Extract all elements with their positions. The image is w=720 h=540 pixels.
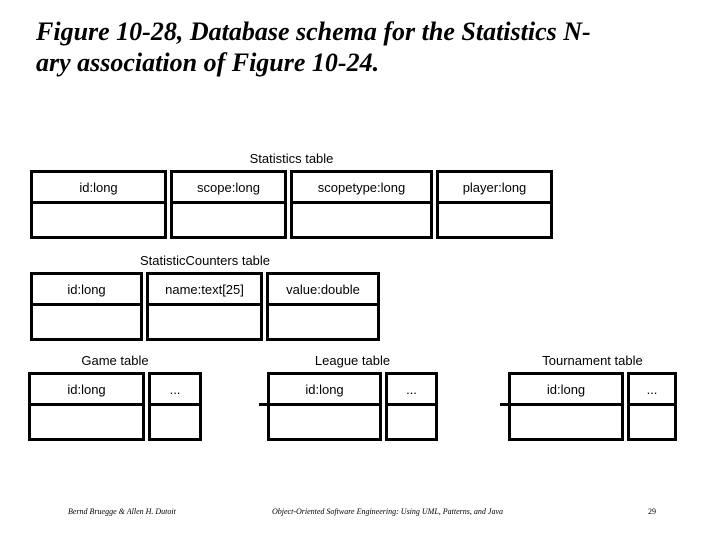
game-col-id: id:long xyxy=(28,372,145,441)
empty-row-cell xyxy=(385,403,438,441)
game-table-label: Game table xyxy=(81,353,149,368)
statistics-col-id: id:long xyxy=(30,170,167,239)
column-header-cell: value:double xyxy=(266,272,380,306)
tournament-table-label: Tournament table xyxy=(542,353,643,368)
column-header-cell: id:long xyxy=(508,372,624,406)
empty-row-cell xyxy=(627,403,677,441)
column-header-cell: id:long xyxy=(30,272,143,306)
game-table: id:long ... xyxy=(28,372,202,441)
statistic-counters-col-id: id:long xyxy=(30,272,143,341)
statistics-table: id:long scope:long scopetype:long player… xyxy=(30,170,553,239)
empty-row-cell xyxy=(30,201,167,239)
statistics-col-scopetype: scopetype:long xyxy=(290,170,433,239)
column-header-cell: scope:long xyxy=(170,170,287,204)
empty-row-cell xyxy=(436,201,553,239)
statistic-counters-col-name: name:text[25] xyxy=(146,272,263,341)
column-header-cell: name:text[25] xyxy=(146,272,263,306)
league-divider-tick xyxy=(259,403,268,406)
empty-row-cell xyxy=(266,303,380,341)
slide-title-line-1: Figure 10-28, Database schema for the St… xyxy=(36,17,591,46)
empty-row-cell xyxy=(267,403,382,441)
statistics-col-player: player:long xyxy=(436,170,553,239)
tournament-divider-tick xyxy=(500,403,509,406)
column-header-cell: id:long xyxy=(28,372,145,406)
footer-authors: Bernd Bruegge & Allen H. Dutoit xyxy=(68,507,176,516)
column-header-cell: scopetype:long xyxy=(290,170,433,204)
empty-row-cell xyxy=(30,303,143,341)
column-header-cell: player:long xyxy=(436,170,553,204)
slide-title-line-2: ary association of Figure 10-24. xyxy=(36,48,380,77)
statistic-counters-table-label: StatisticCounters table xyxy=(139,253,271,268)
empty-row-cell xyxy=(170,201,287,239)
footer-page-number: 29 xyxy=(648,507,656,516)
tournament-col-id: id:long xyxy=(508,372,624,441)
tournament-table: id:long ... xyxy=(508,372,677,441)
column-header-cell: id:long xyxy=(30,170,167,204)
column-header-cell: id:long xyxy=(267,372,382,406)
empty-row-cell xyxy=(148,403,202,441)
statistic-counters-table: id:long name:text[25] value:double xyxy=(30,272,380,341)
league-table: id:long ... xyxy=(267,372,438,441)
league-table-label: League table xyxy=(314,353,391,368)
empty-row-cell xyxy=(508,403,624,441)
column-header-cell: ... xyxy=(385,372,438,406)
league-col-id: id:long xyxy=(267,372,382,441)
empty-row-cell xyxy=(28,403,145,441)
game-col-ellipsis: ... xyxy=(148,372,202,441)
slide-title: Figure 10-28, Database schema for the St… xyxy=(36,16,676,78)
empty-row-cell xyxy=(146,303,263,341)
footer-book-title: Object-Oriented Software Engineering: Us… xyxy=(272,507,503,516)
statistics-col-scope: scope:long xyxy=(170,170,287,239)
league-col-ellipsis: ... xyxy=(385,372,438,441)
tournament-col-ellipsis: ... xyxy=(627,372,677,441)
empty-row-cell xyxy=(290,201,433,239)
column-header-cell: ... xyxy=(627,372,677,406)
statistic-counters-col-value: value:double xyxy=(266,272,380,341)
statistics-table-label: Statistics table xyxy=(249,151,334,166)
column-header-cell: ... xyxy=(148,372,202,406)
